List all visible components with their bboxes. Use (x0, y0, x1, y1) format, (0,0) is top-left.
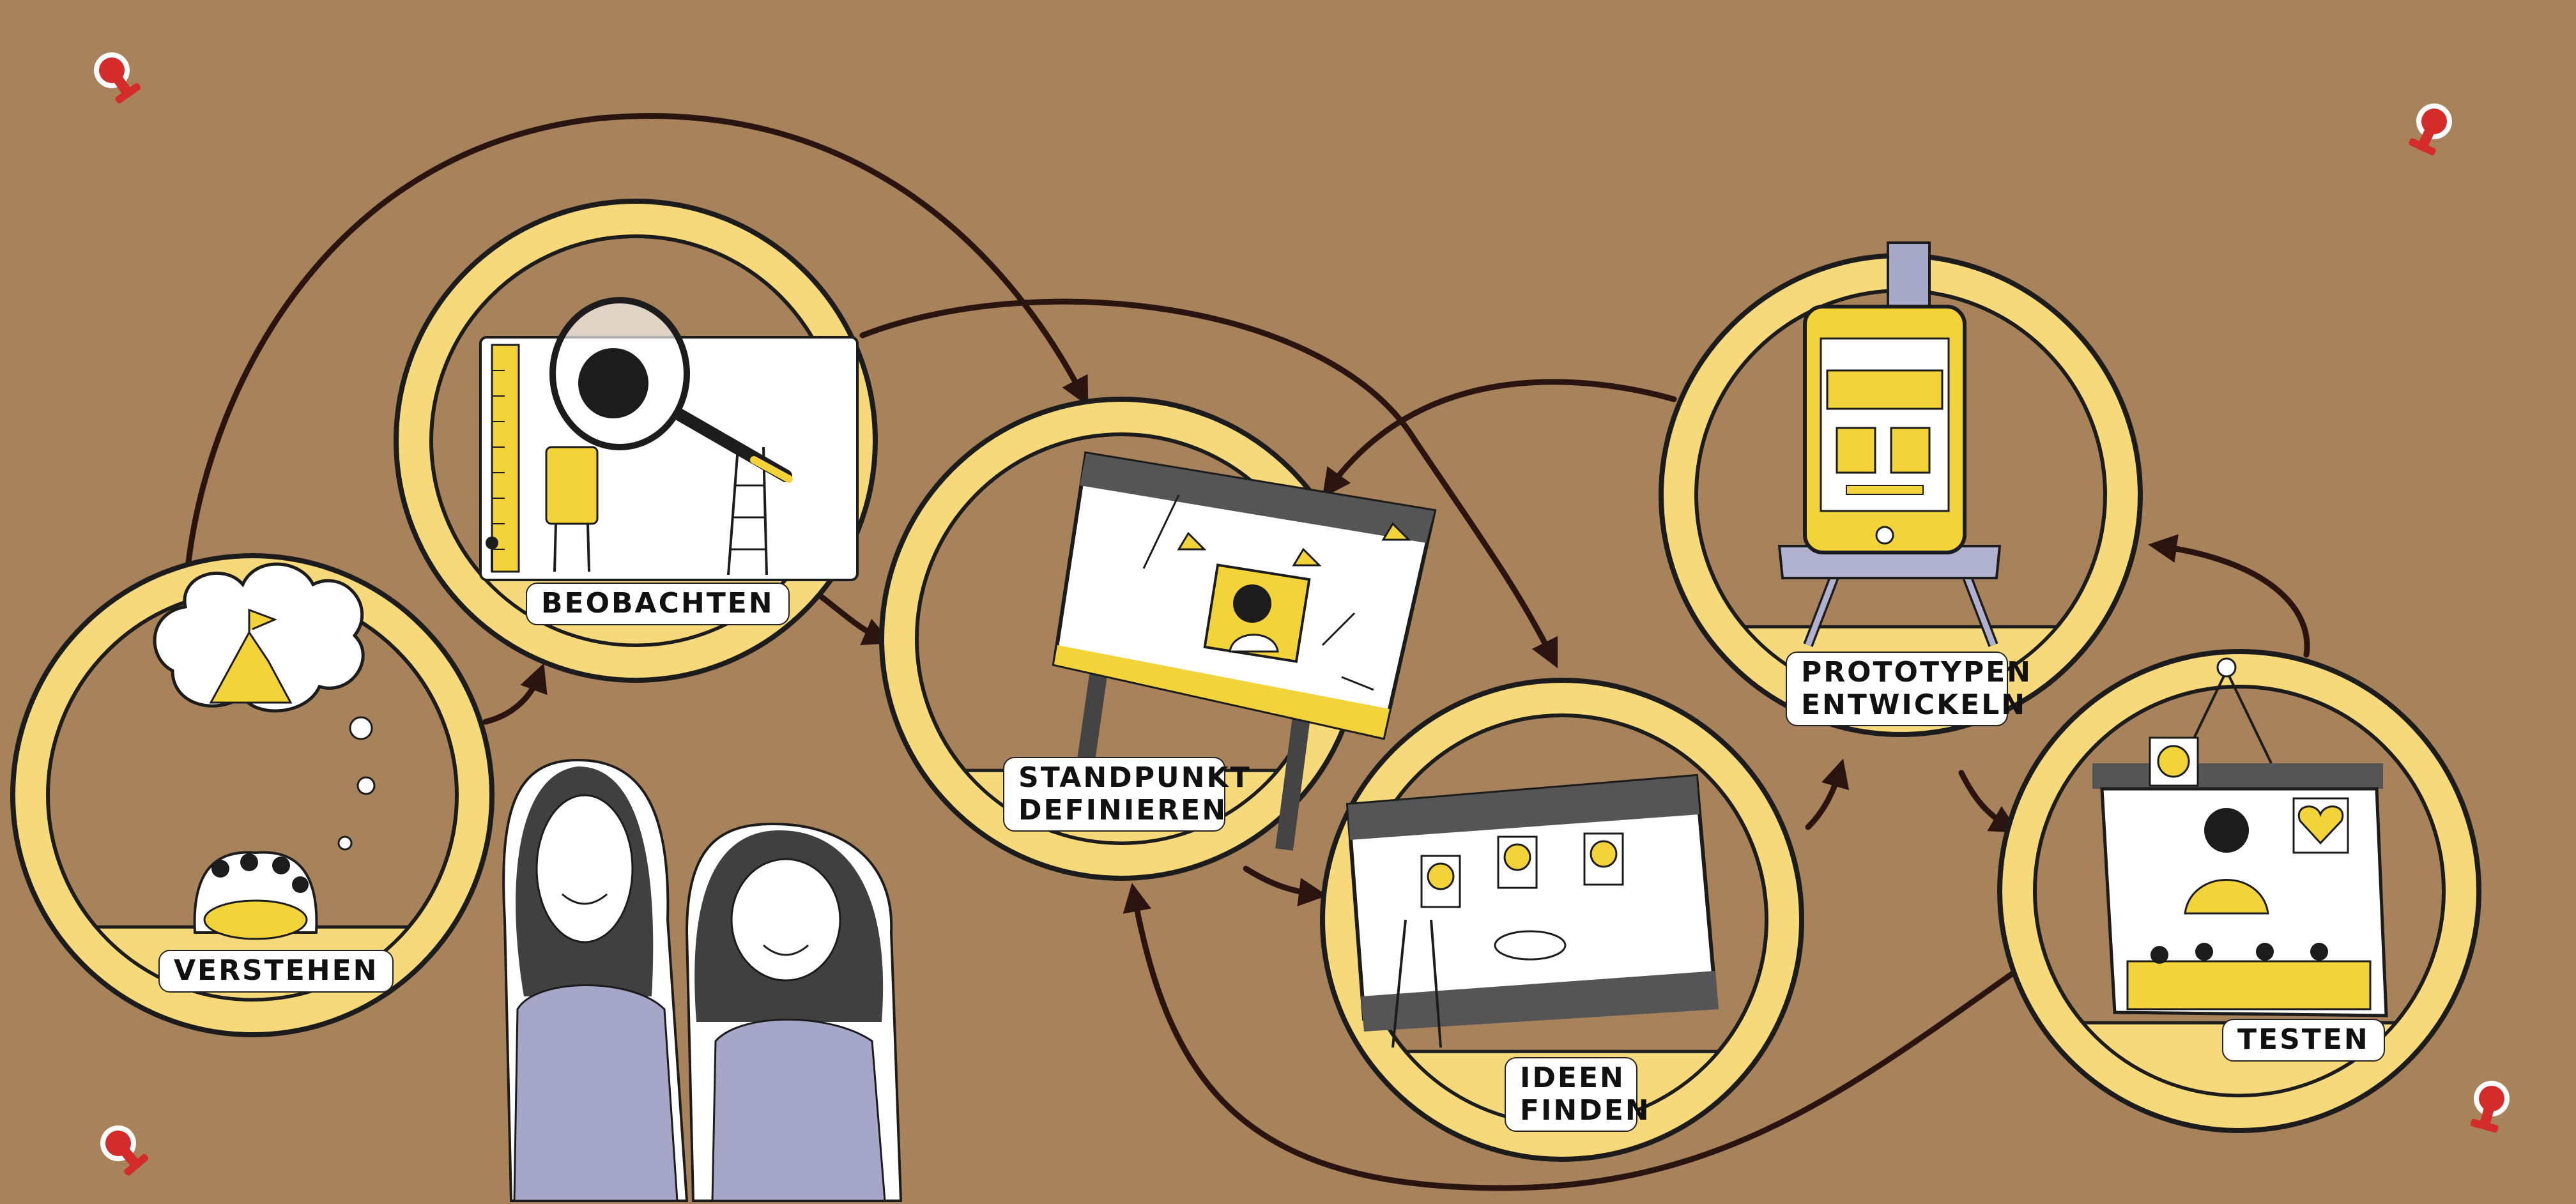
whiteboard-icon (1052, 451, 1437, 851)
push-pin-icon (2409, 103, 2452, 156)
idea-board-icon (1346, 773, 1719, 1048)
arrow-prototypen-to-testen (1958, 770, 2020, 833)
arrow-beobachten-to-standpunkt (815, 591, 893, 646)
arrow-testen-to-prototypen (2148, 534, 2310, 658)
push-pin-icon (100, 1125, 149, 1176)
easel-tablet-icon (1777, 241, 2002, 647)
push-pin-icon (94, 52, 141, 104)
arrow-beobachten-loop-ideen (859, 298, 1558, 669)
person-left-icon (502, 758, 689, 1202)
arrow-ideen-to-prototypen (1805, 758, 1850, 830)
presentation-test-icon (2092, 657, 2388, 1017)
stage-label-verstehen: VERSTEHEN (158, 950, 394, 993)
stage-label-standpunkt: STANDPUNKT DEFINIEREN (1003, 757, 1250, 832)
arrow-standpunkt-to-ideen (1243, 865, 1328, 906)
stage-label-ideen: IDEEN FINDEN (1505, 1057, 1649, 1132)
arrow-testen-back-standpunkt (1123, 883, 2028, 1191)
push-pin-icon (2470, 1081, 2510, 1133)
person-right-icon (685, 822, 903, 1202)
stage-label-testen: TESTEN (2222, 1019, 2385, 1062)
team-meeting-icon (193, 851, 318, 940)
stage-label-beobachten: BEOBACHTEN (526, 583, 790, 625)
magnifying-glass-icon (549, 297, 793, 483)
arrow-verstehen-to-beobachten (482, 663, 548, 725)
stage-label-prototypen: PROTOTYPEN ENTWICKELN (1786, 652, 2030, 727)
arrow-prototypen-back-standpunkt (1322, 379, 1677, 498)
arrow-verstehen-loop-standpunkt (185, 112, 1089, 565)
thought-cloud-icon (153, 562, 376, 851)
